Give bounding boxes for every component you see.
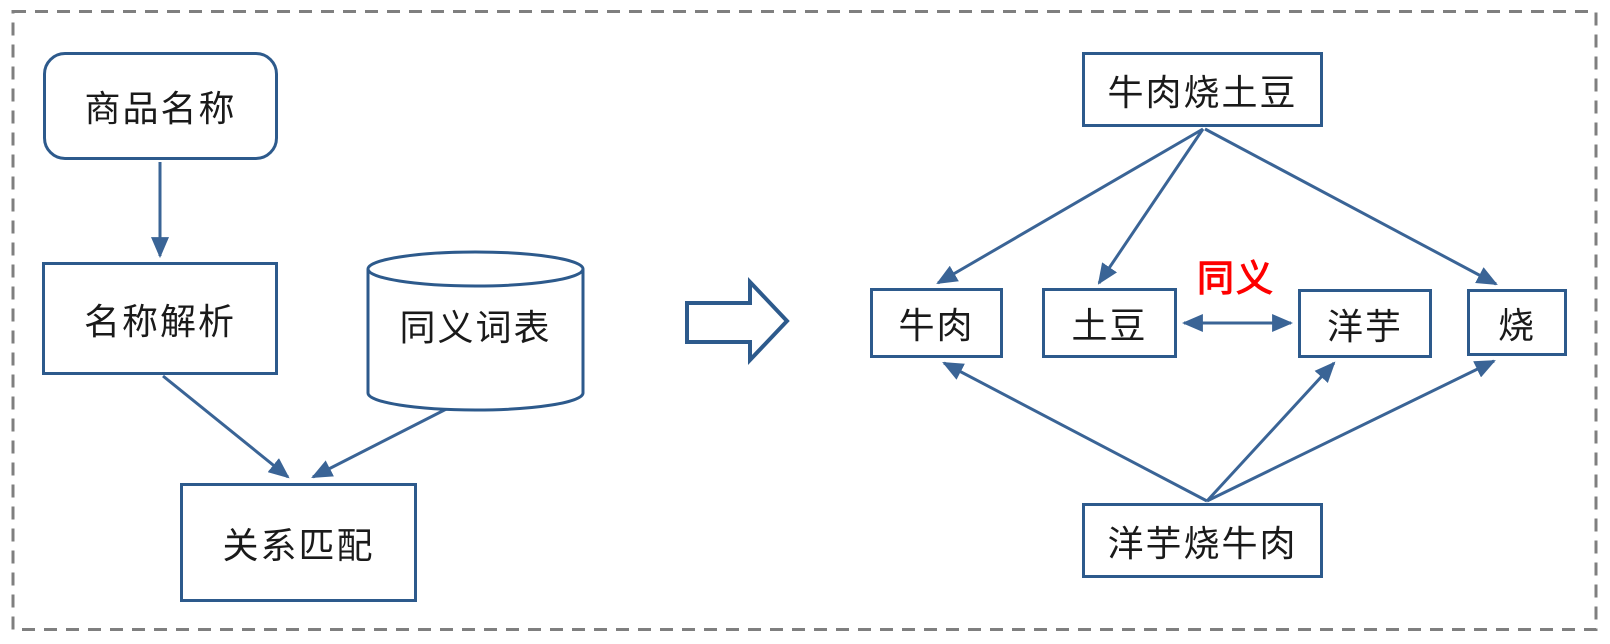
node-potato: 土豆 [1042,288,1177,358]
database-cylinder-icon [366,250,585,412]
edge-top-to-beef [936,127,1204,285]
node-relation-matching-label: 关系匹配 [222,524,375,566]
node-braise-label: 烧 [1497,304,1536,346]
node-source-bottom-label: 洋芋烧牛肉 [1107,522,1298,564]
node-name-parsing-label: 名称解析 [83,300,236,342]
node-source-top-label: 牛肉烧土豆 [1107,71,1298,113]
node-beef: 牛肉 [870,288,1003,358]
edge-bottom-to-yam [1205,361,1336,503]
node-product-name-label: 商品名称 [84,88,237,129]
node-yam: 洋芋 [1298,289,1432,358]
edge-bottom-to-beef [942,361,1208,503]
synonym-relation-tag: 同义 [1186,252,1286,299]
node-yam-label: 洋芋 [1326,305,1403,347]
node-name-parsing: 名称解析 [42,262,278,375]
synonym-relation-tag-label: 同义 [1197,258,1275,299]
edge-top-to-potato [1097,128,1205,285]
edge-parsing-to-matching [162,374,290,479]
node-potato-label: 土豆 [1071,305,1148,346]
edge-synonymtable-to-matching [311,396,469,479]
node-synonym-table: 同义词表 [368,292,583,358]
node-source-bottom: 洋芋烧牛肉 [1082,503,1323,578]
node-source-top: 牛肉烧土豆 [1082,52,1323,127]
node-beef-label: 牛肉 [898,305,975,346]
node-synonym-table-label: 同义词表 [399,307,552,348]
node-braise: 烧 [1467,289,1567,356]
edge-top-to-braise [1204,127,1498,286]
transform-arrow-icon [685,276,790,366]
edge-bottom-to-braise [1206,359,1496,503]
node-product-name: 商品名称 [43,52,278,160]
node-relation-matching: 关系匹配 [180,483,417,602]
dashed-frame [11,10,1598,631]
